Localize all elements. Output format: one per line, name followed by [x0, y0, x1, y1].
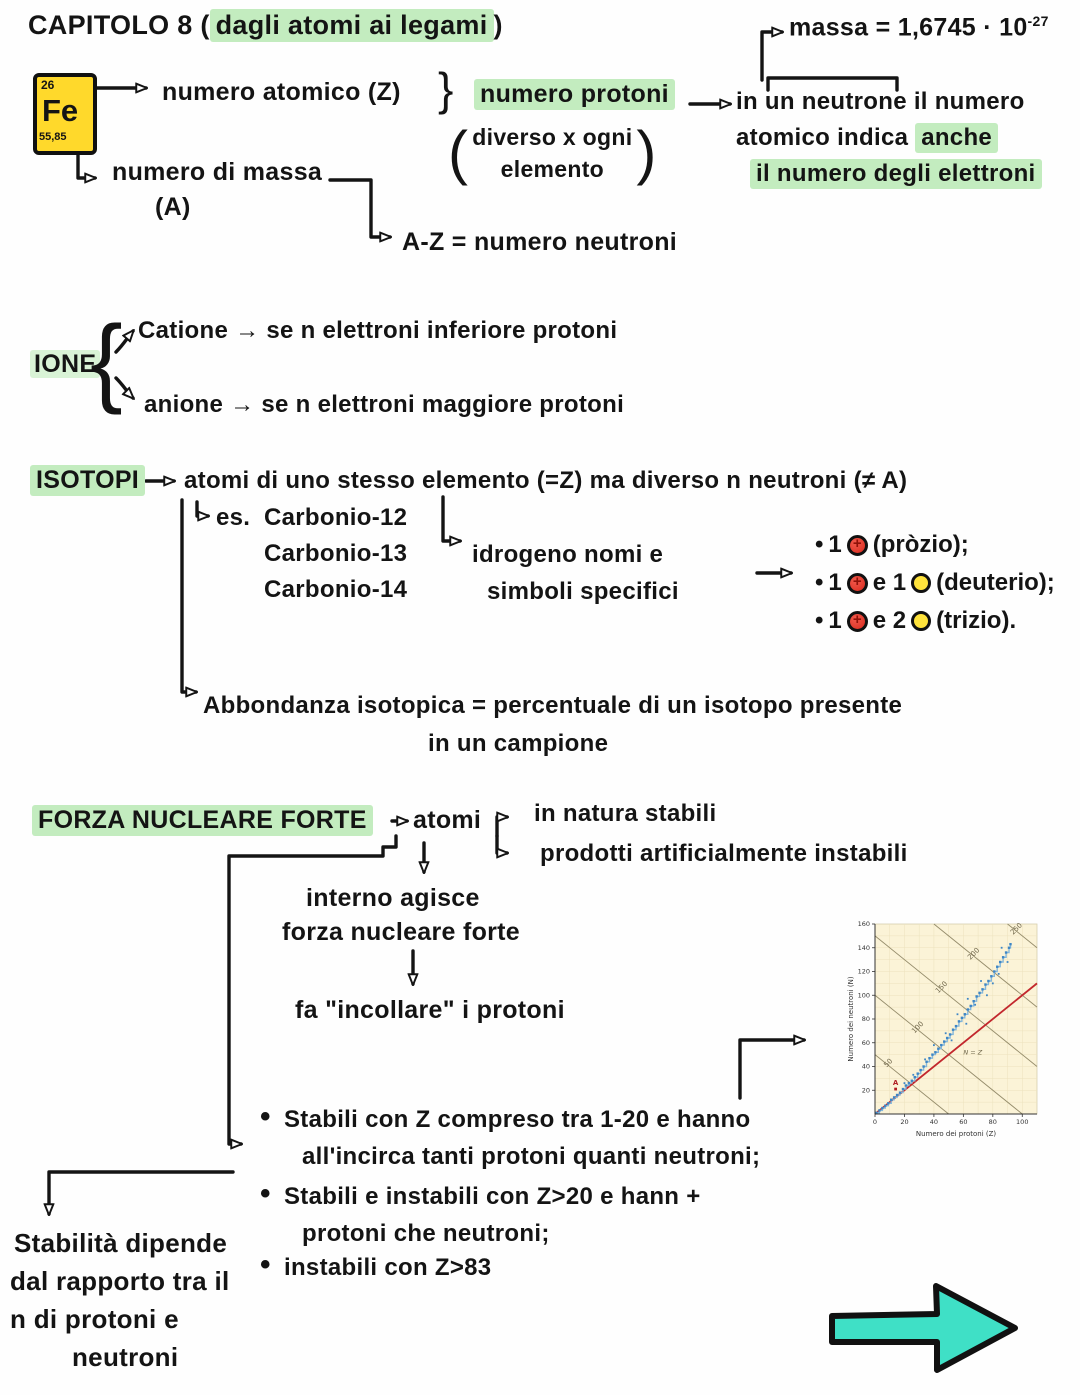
forza-label: FORZA NUCLEARE FORTE [32, 805, 373, 836]
svg-text:40: 40 [930, 1118, 938, 1126]
carbonio-12: Carbonio-12 [264, 504, 408, 531]
svg-text:A: A [893, 1079, 899, 1087]
carbonio-13: Carbonio-13 [264, 540, 408, 567]
stabilita-l2: dal rapporto tra il [10, 1266, 230, 1296]
svg-text:60: 60 [862, 1039, 870, 1047]
svg-text:20: 20 [862, 1086, 870, 1094]
carbonio-14: Carbonio-14 [264, 576, 408, 603]
proton-icon: + [846, 610, 868, 632]
prodotti-instabili: prodotti artificialmente instabili [540, 840, 908, 867]
ione-brace: { [90, 305, 124, 415]
bullet1-l2: all'incirca tanti protoni quanti neutron… [302, 1143, 761, 1170]
bullet-dot: • [815, 569, 824, 596]
atomic-mass: 55,85 [39, 131, 67, 143]
abbondanza-l2: in un campione [428, 730, 609, 757]
element-card-fe: 26 Fe 55,85 [33, 73, 97, 155]
curly-brace: } [438, 63, 454, 115]
atomic-number: 26 [41, 78, 55, 92]
bullet-dot: • [815, 607, 824, 634]
svg-text:0: 0 [873, 1118, 877, 1126]
prozio-row: • 1 + (pròzio); [815, 531, 969, 558]
bullet-dot: • [260, 1177, 271, 1210]
title-highlight: dagli atomi ai legami [209, 9, 494, 42]
catione-line: Catione → se n elettroni inferiore proto… [138, 317, 618, 344]
big-next-arrow [829, 1283, 1018, 1373]
prozio-name: (pròzio); [872, 531, 969, 558]
svg-text:Numero dei protoni (Z): Numero dei protoni (Z) [916, 1130, 997, 1138]
svg-text:40: 40 [862, 1063, 870, 1071]
isotopi-label: ISOTOPI [30, 465, 146, 496]
incollare-line: fa "incollare" i protoni [295, 996, 565, 1024]
proton-icon: + [846, 572, 868, 594]
isotopi-definition: atomi di uno stesso elemento (=Z) ma div… [184, 467, 908, 494]
svg-text:50: 50 [882, 1057, 894, 1069]
svg-text:160: 160 [858, 920, 870, 928]
bullet2-l1: Stabili e instabili con Z>20 e hann + [284, 1183, 701, 1210]
stabilita-l4: neutroni [72, 1342, 179, 1372]
idrogeno-note-l1: idrogeno nomi e [472, 541, 664, 568]
svg-text:120: 120 [858, 968, 870, 976]
deuterio-name: (deuterio); [936, 569, 1055, 596]
bullet2-l2: protoni che neutroni; [302, 1220, 550, 1247]
neutron-icon [911, 611, 932, 631]
svg-text:100: 100 [858, 991, 870, 999]
neutrone-note: in un neutrone il numero atomico indica … [736, 84, 1042, 192]
massa-formula: massa = 1,6745 · 10-27 [789, 13, 1049, 42]
ione-label: IONE [30, 350, 101, 379]
numero-atomico-label: numero atomico (Z) [162, 78, 401, 106]
trizio-row: • 1 + e 2 (trizio). [815, 607, 1017, 634]
neutron-icon [911, 573, 932, 593]
svg-text:N = Z: N = Z [963, 1049, 982, 1057]
bullet3-l1: instabili con Z>83 [284, 1254, 492, 1281]
numero-protoni-label: numero protoni [474, 79, 675, 110]
idrogeno-note-l2: simboli specifici [487, 578, 679, 605]
stabilita-l1: Stabilità dipende [14, 1228, 228, 1258]
paren-close: ) [636, 119, 657, 186]
atomi-label: atomi [413, 806, 482, 834]
bullet-dot: • [815, 531, 824, 558]
bullet-dot: • [260, 1100, 271, 1133]
proton-icon: + [846, 534, 868, 556]
diverso-note: ( diverso x ogni elemento ) [448, 116, 657, 190]
abbondanza-l1: Abbondanza isotopica = percentuale di un… [203, 692, 903, 719]
trizio-name: (trizio). [936, 607, 1017, 634]
svg-text:60: 60 [959, 1118, 967, 1126]
svg-text:80: 80 [989, 1118, 997, 1126]
svg-text:100: 100 [1016, 1118, 1028, 1126]
deuterio-row: • 1 + e 1 (deuterio); [815, 569, 1055, 596]
az-formula: A-Z = numero neutroni [402, 228, 678, 256]
numero-massa-a: (A) [155, 193, 191, 221]
svg-text:20: 20 [900, 1118, 908, 1126]
interno-l2: forza nucleare forte [282, 918, 521, 946]
svg-text:Numero dei neutroni (N): Numero dei neutroni (N) [847, 976, 855, 1061]
bullet-dot: • [260, 1248, 271, 1281]
interno-l1: interno agisce [306, 884, 480, 912]
paren-open: ( [448, 119, 469, 186]
anione-line: anione → se n elettroni maggiore protoni [144, 391, 625, 418]
bullet1-l1: Stabili con Z compreso tra 1-20 e hanno [284, 1106, 751, 1133]
stabilita-l3: n di protoni e [10, 1304, 179, 1334]
natura-stabili: in natura stabili [534, 800, 717, 827]
svg-text:80: 80 [862, 1015, 870, 1023]
page-title: CAPITOLO 8 (dagli atomi ai legami) [28, 9, 503, 42]
svg-text:140: 140 [858, 944, 870, 952]
element-symbol: Fe [42, 93, 79, 128]
es-prefix: es. [216, 504, 251, 531]
numero-massa-label: numero di massa [112, 158, 323, 186]
